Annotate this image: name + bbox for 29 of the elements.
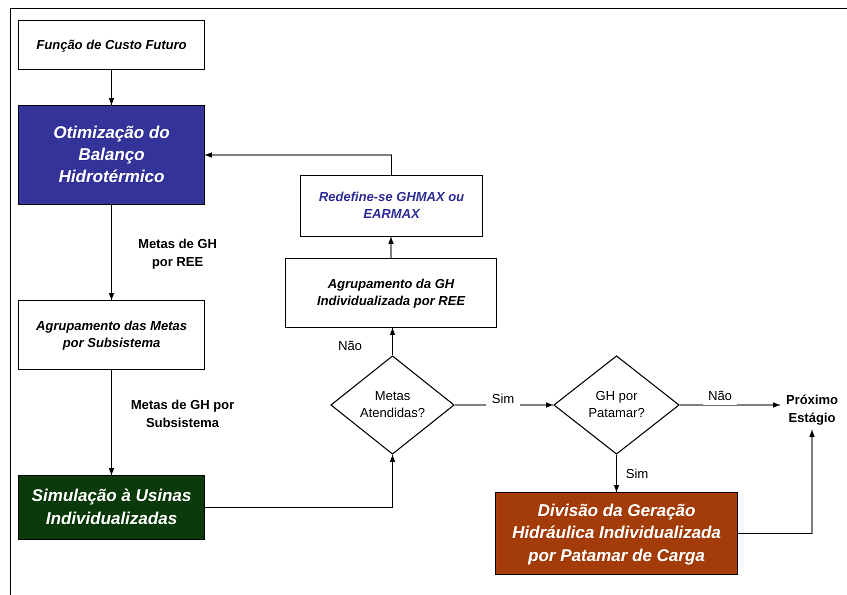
process-box [18, 300, 205, 370]
decision-text: Metas Atendidas? [358, 388, 426, 422]
arrow [738, 430, 815, 534]
arrow [204, 454, 396, 508]
decision-diamond [553, 355, 680, 455]
arrow [390, 328, 396, 356]
box-text: Redefine-se GHMAX ou EARMAX [318, 189, 466, 223]
process-box [18, 20, 205, 70]
arrow [388, 236, 394, 258]
arrow [108, 370, 114, 476]
decision-text: GH por Patamar? [587, 388, 646, 422]
process-box [300, 175, 483, 237]
arrow [204, 152, 392, 176]
decision-diamond [330, 355, 455, 455]
process-box [285, 258, 497, 328]
box-text: Otimização do Balanço Hidrotérmico [52, 122, 171, 188]
box-text: Agrupamento da GH Individualizada por REE [316, 276, 466, 310]
arrow [680, 402, 780, 408]
box-text: Simulação à Usinas Individualizadas [30, 485, 192, 530]
process-box [18, 475, 205, 540]
arrow [614, 454, 620, 492]
box-text: Divisão da Geração Hidráulica Individualizada por Patamar de Carga [511, 500, 722, 567]
arrow [108, 204, 114, 300]
process-box [18, 105, 205, 205]
box-text: Função de Custo Futuro [36, 36, 187, 54]
process-box [495, 492, 738, 575]
arrow [108, 70, 114, 106]
box-text: Agrupamento das Metas por Subsistema [34, 318, 188, 352]
end-label: Próximo Estágio [784, 390, 839, 427]
